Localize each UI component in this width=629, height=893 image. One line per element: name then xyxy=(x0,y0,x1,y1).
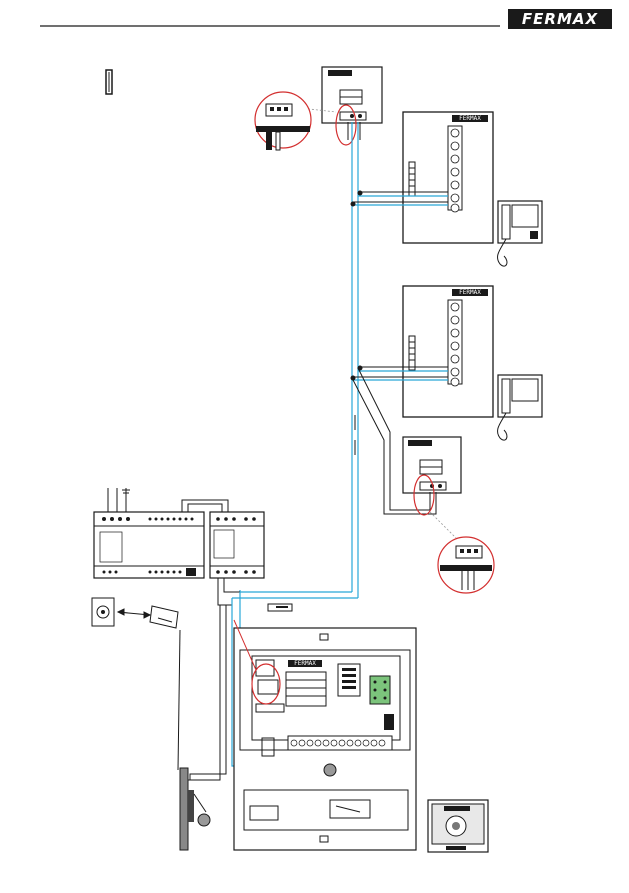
monitor-board-1-brand: FERMAX xyxy=(452,114,488,123)
monitor-board-2-brand: FERMAX xyxy=(452,288,488,297)
door-panel-front xyxy=(428,800,488,852)
door-panel-board-brand: FERMAX xyxy=(288,659,322,668)
fuse-label xyxy=(268,604,292,611)
monitor-2 xyxy=(498,375,542,440)
power-supply-module xyxy=(94,512,204,578)
mains-input-wires xyxy=(108,488,130,512)
proximity-reader xyxy=(92,598,114,626)
speaker-icon xyxy=(324,764,336,776)
monitor-1 xyxy=(498,201,542,266)
amplifier-module xyxy=(210,512,264,578)
monitor-board-2 xyxy=(403,286,493,417)
door-panel-lower xyxy=(244,790,408,830)
magnifier-lower xyxy=(438,537,494,593)
keycard xyxy=(150,606,178,628)
exchange-arrow xyxy=(118,609,150,618)
connector-icon xyxy=(106,70,112,94)
distributor-top xyxy=(322,67,382,123)
magnifier-top xyxy=(255,92,311,150)
monitor-board-1 xyxy=(403,112,493,243)
